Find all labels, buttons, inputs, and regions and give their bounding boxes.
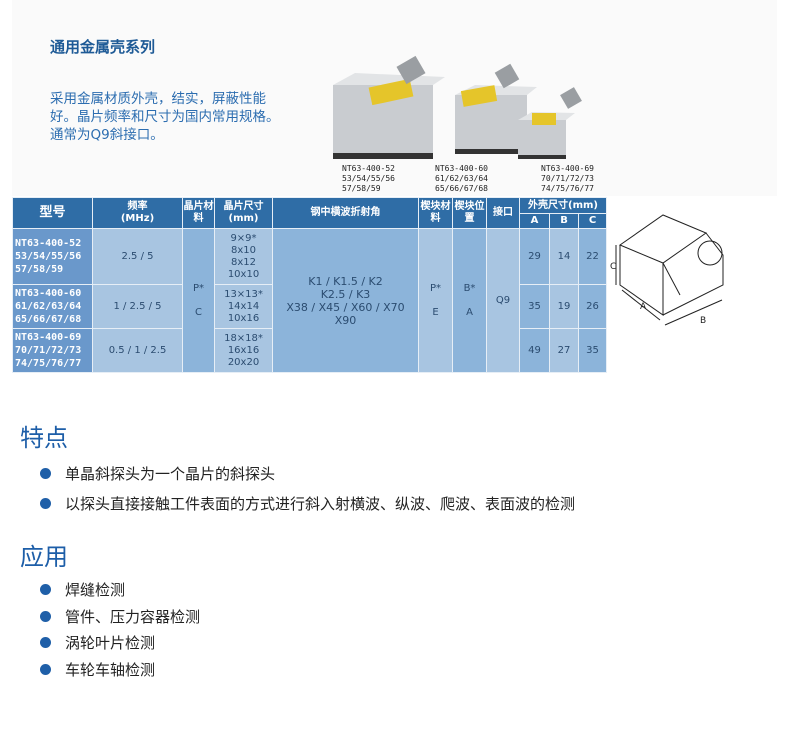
dim-b-cell: 27 (549, 328, 579, 373)
header-a: A (519, 213, 550, 229)
header-refraction-angle: 钢中横波折射角 (272, 197, 419, 229)
feature-item: 以探头直接接触工件表面的方式进行斜入射横波、纵波、爬波、表面波的检测 (40, 493, 575, 514)
crystal-material-cell: P*C (182, 228, 215, 373)
header-connector: 接口 (486, 197, 520, 229)
header-crystal-size: 晶片尺寸(mm) (214, 197, 273, 229)
frequency-cell: 0.5 / 1 / 2.5 (92, 328, 183, 373)
bullet-icon (40, 611, 51, 622)
header-wedge-material: 楔块材料 (418, 197, 453, 229)
dim-c-cell: 22 (577, 228, 608, 285)
series-description: 采用金属材质外壳，结实，屏蔽性能好。晶片频率和尺寸为国内常用规格。通常为Q9斜接… (50, 91, 280, 143)
dim-b-cell: 19 (549, 284, 579, 329)
frequency-cell: 2.5 / 5 (92, 228, 183, 285)
label-c: C (610, 262, 616, 272)
application-item: 车轮车轴检测 (40, 659, 155, 680)
application-item: 管件、压力容器检测 (40, 606, 200, 627)
series-title: 通用金属壳系列 (50, 38, 156, 56)
dim-a-cell: 35 (519, 284, 550, 329)
dim-a-cell: 29 (519, 228, 550, 285)
wedge-position-cell: B*A (452, 228, 487, 373)
dim-a-cell: 49 (519, 328, 550, 373)
bullet-icon (40, 637, 51, 648)
bullet-icon (40, 584, 51, 595)
wedge-material-cell: P*E (418, 228, 453, 373)
bullet-icon (40, 468, 51, 479)
dim-c-cell: 35 (577, 328, 608, 373)
probe-large-image (333, 55, 445, 159)
header-housing-size: 外壳尺寸(mm) (518, 197, 608, 214)
label-b: B (700, 316, 706, 326)
probe-small-image (518, 87, 582, 159)
dim-b-cell: 14 (549, 228, 579, 285)
header-wedge-position: 楔块位置 (452, 197, 487, 229)
header-crystal-material: 晶片材料 (182, 197, 215, 229)
dim-c-cell: 26 (577, 284, 608, 329)
header-frequency: 频率(MHz) (92, 197, 183, 229)
application-item: 焊缝检测 (40, 579, 125, 600)
header-c: C (577, 213, 608, 229)
probe-photos (333, 55, 582, 159)
header-model: 型号 (12, 197, 93, 229)
spec-table: 型号 频率(MHz) 晶片材料 晶片尺寸(mm) 钢中横波折射角 楔块材料 楔块… (12, 197, 608, 373)
connector-cell: Q9 (486, 228, 520, 373)
application-item: 涡轮叶片检测 (40, 632, 155, 653)
frequency-cell: 1 / 2.5 / 5 (92, 284, 183, 329)
bullet-icon (40, 498, 51, 509)
applications-heading: 应用 (20, 543, 68, 571)
features-heading: 特点 (20, 424, 68, 452)
feature-item: 单晶斜探头为一个晶片的斜探头 (40, 463, 275, 484)
probe-medium-image (455, 63, 537, 154)
dimension-diagram: C A B (610, 214, 724, 326)
header-b: B (549, 213, 579, 229)
bullet-icon (40, 664, 51, 675)
label-a: A (640, 302, 647, 312)
